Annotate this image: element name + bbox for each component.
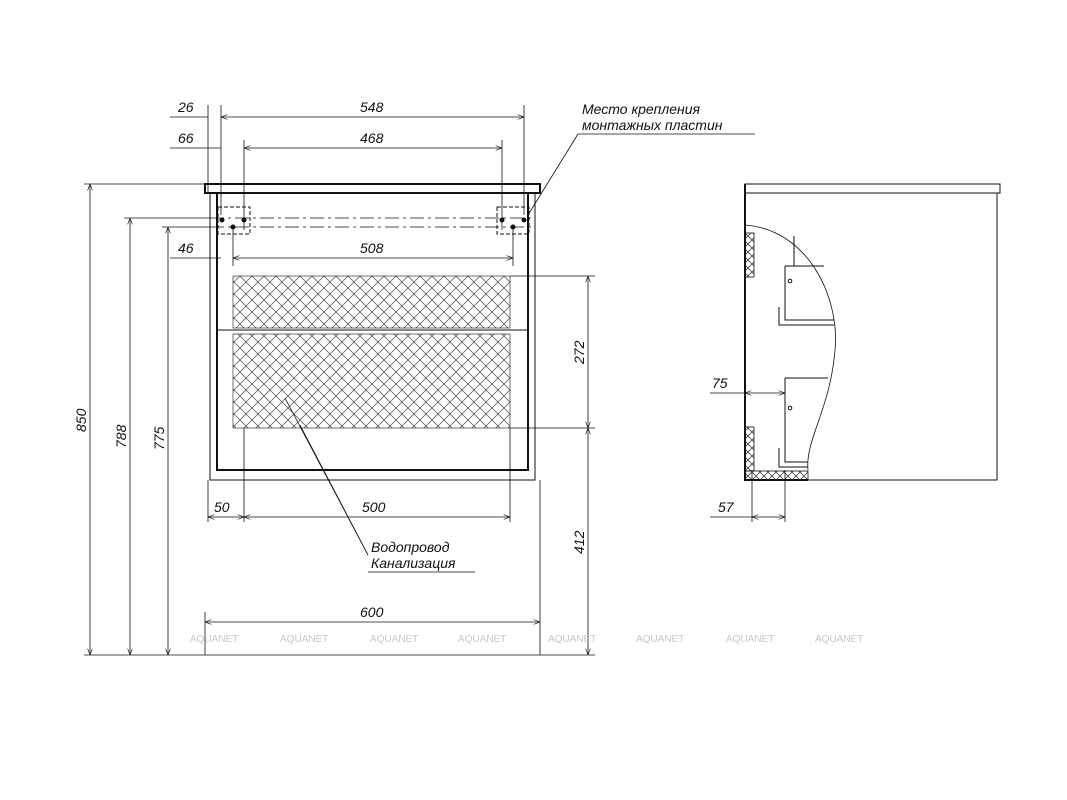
dim-412: 412 <box>571 530 587 554</box>
note-mount-line2: монтажных пластин <box>582 117 723 133</box>
dim-600: 600 <box>360 604 384 620</box>
mount-plate-left <box>217 206 251 235</box>
watermark: AQUANET <box>636 634 684 645</box>
watermark: AQUANET <box>815 634 863 645</box>
dim-66: 66 <box>178 130 194 146</box>
watermark: AQUANET <box>548 634 596 645</box>
dim-26: 26 <box>177 99 194 115</box>
note-pipes-line2: Канализация <box>371 555 456 571</box>
drawer-swing-arc <box>744 224 836 471</box>
dim-50: 50 <box>214 499 230 515</box>
dim-75: 75 <box>712 375 728 391</box>
side-countertop <box>744 183 1001 194</box>
lower-drawer-hatch <box>232 333 511 429</box>
note-mount-line1: Место крепления <box>582 101 701 117</box>
upper-drawer-hatch <box>232 275 511 329</box>
side-body <box>744 192 998 481</box>
watermark: AQUANET <box>190 634 238 645</box>
watermark: AQUANET <box>726 634 774 645</box>
side-view: 75 57 <box>710 183 1001 522</box>
dim-850: 850 <box>73 408 89 432</box>
dim-272: 272 <box>571 340 587 365</box>
dim-57: 57 <box>718 499 735 515</box>
watermark: AQUANET <box>280 634 328 645</box>
watermark: AQUANET <box>370 634 418 645</box>
dim-775: 775 <box>151 426 167 450</box>
front-view: 26 548 66 468 46 508 50 500 600 850 788 … <box>73 99 755 656</box>
dim-508: 508 <box>360 240 384 256</box>
cabinet-inner <box>216 192 529 471</box>
dim-468: 468 <box>360 130 384 146</box>
dim-788: 788 <box>113 424 129 448</box>
dim-500: 500 <box>362 499 386 515</box>
dim-548: 548 <box>360 99 384 115</box>
dim-46: 46 <box>178 240 194 256</box>
watermark-row: AQUANET AQUANET AQUANET AQUANET AQUANET … <box>190 634 863 645</box>
note-pipes-line1: Водопровод <box>371 539 450 555</box>
watermark: AQUANET <box>458 634 506 645</box>
countertop <box>204 183 541 194</box>
